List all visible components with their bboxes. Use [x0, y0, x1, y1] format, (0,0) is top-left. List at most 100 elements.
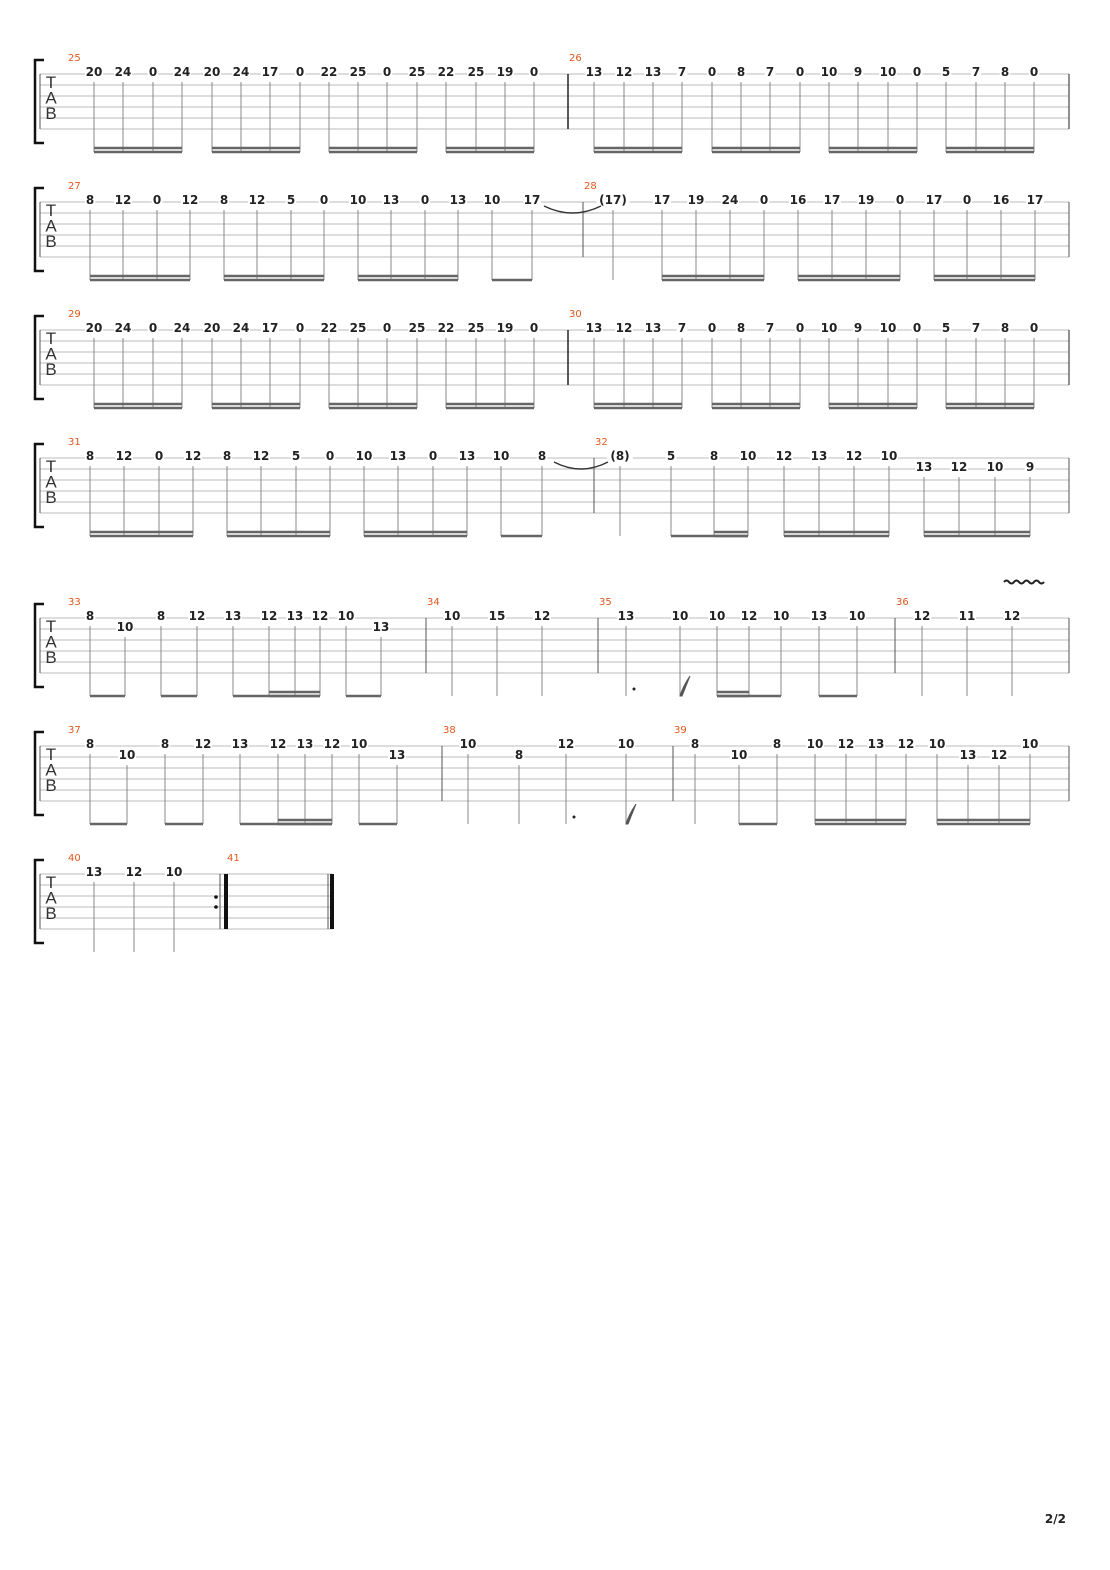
- fret-knockout: [221, 451, 233, 464]
- fret-number: 10: [821, 321, 838, 335]
- fret-knockout: [959, 750, 977, 763]
- fret-number: 12: [951, 460, 968, 474]
- fret-knockout: [810, 451, 828, 464]
- system-bracket: [33, 602, 44, 689]
- fret-knockout: [758, 195, 770, 208]
- fret-number: 25: [409, 321, 426, 335]
- fret-knockout: [1021, 739, 1039, 752]
- fret-knockout: [940, 323, 952, 336]
- measure-number: 32: [595, 437, 608, 448]
- fret-knockout: [764, 323, 776, 336]
- fret-number: 24: [233, 65, 250, 79]
- fret-knockout: [311, 611, 329, 624]
- fret-number: 12: [838, 737, 855, 751]
- fret-number: 0: [429, 449, 437, 463]
- fret-number: 13: [586, 65, 603, 79]
- system-bracket: [33, 314, 44, 401]
- fret-number: 0: [530, 65, 538, 79]
- fret-knockout: [459, 739, 477, 752]
- fret-number: 0: [530, 321, 538, 335]
- fret-knockout: [114, 195, 132, 208]
- fret-number: 0: [320, 193, 328, 207]
- fret-number: 12: [616, 65, 633, 79]
- tab-clef-letter: B: [45, 232, 56, 251]
- fret-knockout: [114, 323, 132, 336]
- fret-number: 19: [688, 193, 705, 207]
- fret-number: 8: [223, 449, 231, 463]
- system-bracket: [33, 186, 44, 273]
- fret-knockout: [615, 67, 633, 80]
- fret-number: 5: [942, 65, 950, 79]
- fret-knockout: [706, 67, 718, 80]
- fret-number: 12: [846, 449, 863, 463]
- fret-number: 13: [645, 65, 662, 79]
- fret-knockout: [372, 622, 390, 635]
- measure-number: 27: [68, 181, 81, 192]
- fret-knockout: [155, 611, 167, 624]
- fret-knockout: [1028, 67, 1040, 80]
- fret-knockout: [114, 67, 132, 80]
- fret-number: 17: [262, 321, 279, 335]
- fret-number: 19: [858, 193, 875, 207]
- fret-knockout: [771, 739, 783, 752]
- fret-number: 24: [115, 321, 132, 335]
- fret-number: 24: [233, 321, 250, 335]
- fret-number: 5: [287, 193, 295, 207]
- fret-knockout: [820, 67, 838, 80]
- fret-number: 0: [708, 65, 716, 79]
- fret-knockout: [147, 323, 159, 336]
- measure-number: 35: [599, 597, 612, 608]
- fret-number: 12: [324, 737, 341, 751]
- fret-number: 8: [86, 193, 94, 207]
- fret-knockout: [820, 323, 838, 336]
- fret-knockout: [1028, 323, 1040, 336]
- fret-number: 10: [929, 737, 946, 751]
- fret-knockout: [735, 323, 747, 336]
- fret-number: 10: [880, 321, 897, 335]
- fret-knockout: [458, 451, 476, 464]
- fret-knockout: [810, 611, 828, 624]
- fret-knockout: [775, 451, 793, 464]
- fret-knockout: [848, 611, 866, 624]
- fret-number: 10: [338, 609, 355, 623]
- fret-number: 24: [174, 321, 191, 335]
- fret-number: 5: [292, 449, 300, 463]
- fret-knockout: [513, 750, 525, 763]
- measure-number: 33: [68, 597, 81, 608]
- fret-number: 13: [373, 620, 390, 634]
- fret-number: 8: [538, 449, 546, 463]
- fret-number: 10: [618, 737, 635, 751]
- fret-knockout: [290, 451, 302, 464]
- fret-knockout: [999, 323, 1011, 336]
- fret-number: 13: [232, 737, 249, 751]
- fret-knockout: [879, 323, 897, 336]
- fret-number: 10: [350, 193, 367, 207]
- fret-number: 0: [296, 321, 304, 335]
- fret-number: 9: [854, 321, 862, 335]
- fret-knockout: [350, 739, 368, 752]
- fret-number: 25: [350, 321, 367, 335]
- fret-knockout: [118, 750, 136, 763]
- fret-knockout: [355, 451, 373, 464]
- fret-number: 13: [225, 609, 242, 623]
- fret-knockout: [294, 67, 306, 80]
- fret-knockout: [596, 195, 630, 208]
- fret-number: 0: [963, 193, 971, 207]
- fret-number: 10: [1022, 737, 1039, 751]
- fret-number: 20: [204, 321, 221, 335]
- fret-number: 0: [760, 193, 768, 207]
- fret-knockout: [115, 451, 133, 464]
- fret-knockout: [735, 67, 747, 80]
- fret-knockout: [665, 451, 677, 464]
- fret-number: 13: [645, 321, 662, 335]
- fret-knockout: [381, 323, 393, 336]
- fret-number: 8: [1001, 321, 1009, 335]
- fret-number: 0: [149, 65, 157, 79]
- tab-clef-letter: B: [45, 648, 56, 667]
- fret-number: 10: [740, 449, 757, 463]
- fret-number: 0: [913, 65, 921, 79]
- fret-number: 24: [174, 65, 191, 79]
- fret-knockout: [320, 323, 338, 336]
- fret-knockout: [676, 67, 688, 80]
- measure-number: 29: [68, 309, 81, 320]
